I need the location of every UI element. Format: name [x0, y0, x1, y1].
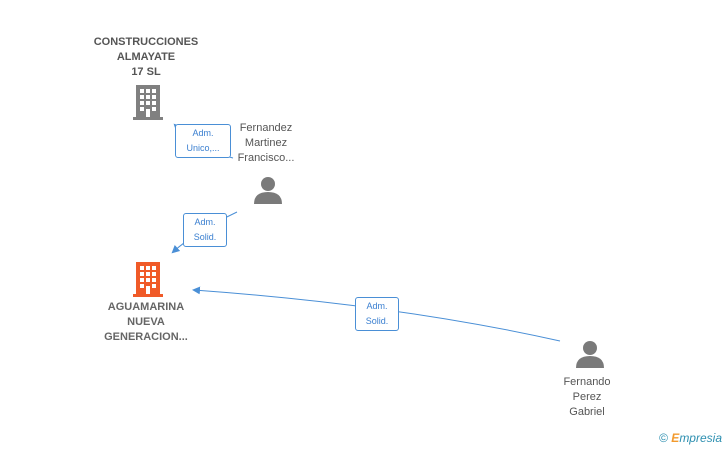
node-label-line: NUEVA: [127, 316, 165, 328]
edge-label-adm-unico[interactable]: Adm. Unico,...: [175, 124, 231, 158]
node-fernandez[interactable]: Fernandez Martinez Francisco...: [218, 121, 314, 166]
node-label-line: 17 SL: [131, 66, 161, 78]
node-construcciones[interactable]: CONSTRUCCIONES ALMAYATE 17 SL: [86, 35, 206, 80]
node-label-line: GENERACION...: [104, 331, 188, 343]
edge-label-line: Solid.: [193, 232, 217, 242]
edge-label-line: Unico,...: [186, 143, 220, 153]
node-aguamarina[interactable]: AGUAMARINA NUEVA GENERACION...: [88, 300, 204, 345]
node-label-line: Gabriel: [569, 406, 605, 418]
copyright-symbol: ©: [659, 431, 668, 445]
edge-label-line: Adm.: [194, 217, 216, 227]
edge-label-line: Adm.: [192, 128, 214, 138]
brand-rest: mpresia: [679, 431, 722, 445]
building-icon[interactable]: [132, 84, 164, 120]
edge-label-line: Adm.: [366, 301, 388, 311]
node-label-line: CONSTRUCCIONES: [93, 36, 199, 48]
node-label-line: Fernandez: [239, 122, 293, 134]
person-icon[interactable]: [575, 339, 605, 369]
node-label-line: Perez: [572, 391, 602, 403]
node-label-line: Francisco...: [237, 152, 295, 164]
edge-label-adm-solid[interactable]: Adm. Solid.: [355, 297, 399, 331]
edge-label-adm-solid[interactable]: Adm. Solid.: [183, 213, 227, 247]
node-label-line: Martinez: [244, 137, 288, 149]
node-label-line: Fernando: [563, 376, 611, 388]
node-fernando[interactable]: Fernando Perez Gabriel: [547, 375, 627, 420]
person-icon[interactable]: [253, 175, 283, 205]
building-icon-highlight[interactable]: [132, 261, 164, 297]
brand-initial: E: [671, 431, 680, 445]
node-label-line: AGUAMARINA: [107, 301, 185, 313]
brand-logo[interactable]: © Empresia: [659, 431, 722, 445]
node-label-line: ALMAYATE: [116, 51, 176, 63]
edge-label-line: Solid.: [365, 316, 389, 326]
